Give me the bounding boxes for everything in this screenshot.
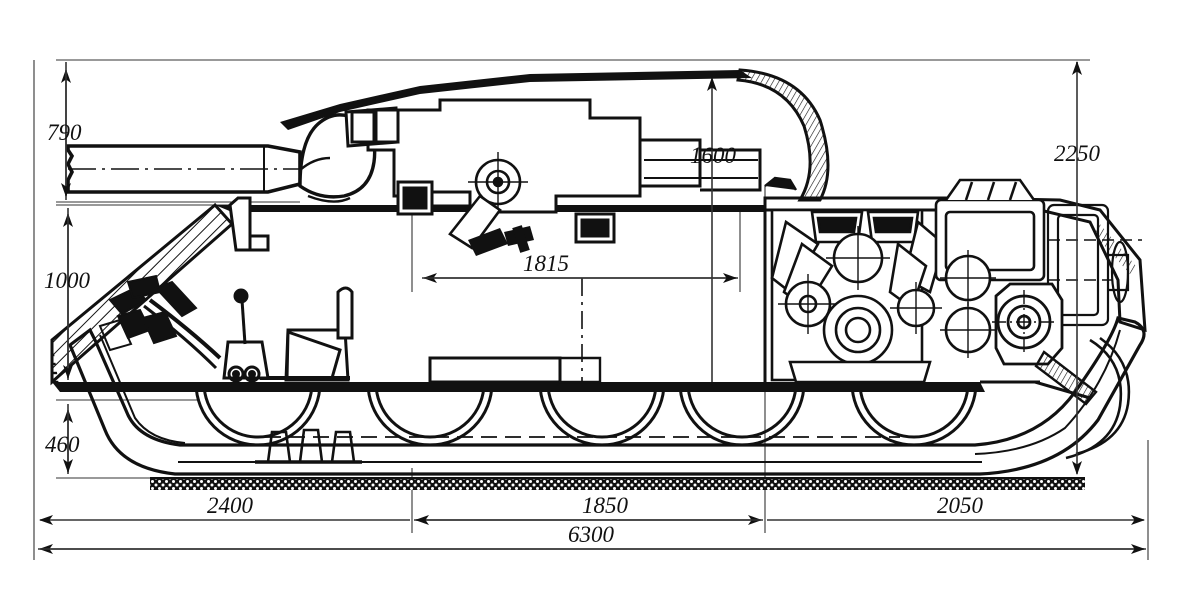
front-bracket bbox=[228, 196, 270, 252]
dim-label-790: 790 bbox=[47, 120, 82, 145]
pedal-cluster bbox=[98, 274, 198, 352]
dim-label-2400: 2400 bbox=[207, 493, 254, 518]
turret-roof bbox=[280, 70, 752, 130]
rear-internal-dashed bbox=[1048, 239, 1142, 281]
drive-sprocket bbox=[992, 282, 1064, 366]
gun-trunnion-mount bbox=[396, 180, 472, 216]
elevation-linkage bbox=[468, 225, 534, 256]
exhaust-pipe bbox=[1065, 336, 1131, 460]
track-links bbox=[68, 316, 1146, 476]
elevation-gear bbox=[448, 152, 528, 250]
exhaust-stub bbox=[764, 176, 798, 191]
dim-label-2050: 2050 bbox=[937, 493, 984, 518]
transmission bbox=[934, 178, 1046, 358]
dimension-lines bbox=[38, 61, 1146, 554]
driver-seat bbox=[260, 286, 354, 382]
dim-label-460: 460 bbox=[45, 432, 80, 457]
dim-label-2250: 2250 bbox=[1054, 141, 1101, 166]
turret-rear-armour bbox=[736, 68, 830, 202]
dim-label-1815: 1815 bbox=[523, 251, 569, 276]
dim-label-1850: 1850 bbox=[582, 493, 629, 518]
road-wheels bbox=[194, 382, 978, 447]
rear-hull-plate bbox=[980, 222, 1136, 406]
track-grousers bbox=[255, 428, 362, 464]
gun-breech-assembly bbox=[344, 98, 762, 214]
dim-label-1000: 1000 bbox=[44, 268, 91, 293]
dim-label-1600: 1600 bbox=[690, 143, 737, 168]
recoil-cylinder bbox=[574, 212, 616, 244]
hull-floor bbox=[52, 382, 985, 392]
driver-controls bbox=[143, 288, 270, 383]
fighting-compartment-floor bbox=[428, 356, 602, 384]
dim-label-6300: 6300 bbox=[568, 522, 615, 547]
gun-barrel bbox=[65, 144, 302, 194]
ground-line bbox=[150, 477, 1085, 490]
engine-v-block bbox=[770, 208, 946, 384]
